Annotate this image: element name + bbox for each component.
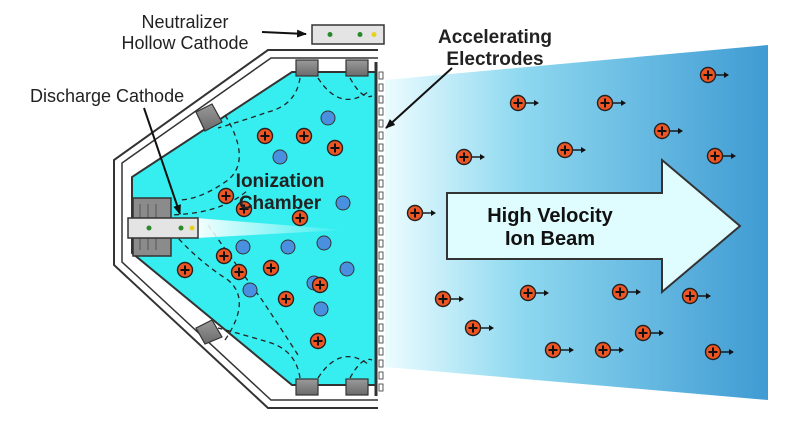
grid-slot	[378, 311, 384, 320]
ion-icon	[699, 66, 729, 84]
discharge-cathode	[127, 197, 345, 257]
accelerating-electrodes-label: Accelerating Electrodes	[420, 27, 570, 71]
grid-slot	[378, 371, 384, 380]
ion-icon	[681, 287, 711, 305]
ion-icon	[434, 290, 464, 308]
electron-icon	[339, 261, 355, 277]
grid-slot	[378, 83, 384, 92]
neutralizer-pointer	[261, 29, 307, 38]
electron-icon	[272, 149, 288, 165]
grid-slot	[378, 359, 384, 368]
ion-icon	[235, 200, 253, 218]
ion-icon	[509, 94, 539, 112]
electron-icon	[316, 235, 332, 251]
grid-slot	[378, 323, 384, 332]
discharge-cathode-label: Discharge Cathode	[30, 86, 185, 106]
grid-slot	[378, 131, 384, 140]
ion-icon	[594, 341, 624, 359]
ion-icon	[215, 247, 233, 265]
ion-icon	[634, 324, 664, 342]
grid-slot	[378, 179, 384, 188]
grid-slot	[378, 251, 384, 260]
beam-label-line2: Ion Beam	[504, 228, 596, 250]
grid-slot	[378, 383, 384, 392]
electron-icon	[280, 239, 296, 255]
grid-slot	[378, 95, 384, 104]
discharge-pointer	[143, 107, 181, 215]
electron-icon	[335, 195, 351, 211]
ion-icon	[611, 283, 641, 301]
ion-icon	[706, 147, 736, 165]
neutralizer-label-line2: Hollow Cathode	[121, 33, 249, 53]
accelerating-label-line1: Accelerating	[437, 27, 553, 48]
ion-icon	[309, 332, 327, 350]
ion-icon	[653, 122, 683, 140]
grid-slot	[378, 191, 384, 200]
neutralizer-label: Neutralizer Hollow Cathode	[115, 12, 255, 54]
ion-icon	[217, 187, 235, 205]
grid-slot	[378, 275, 384, 284]
grid-slot	[378, 287, 384, 296]
ion-icon	[406, 204, 436, 222]
ion-beam-arrow	[446, 157, 742, 295]
grid-slot	[378, 227, 384, 236]
grid-slot	[378, 155, 384, 164]
ion-icon	[291, 209, 309, 227]
ion-icon	[277, 290, 295, 308]
grid-slot	[378, 215, 384, 224]
grid-slots	[378, 71, 384, 392]
ion-icon	[256, 127, 274, 145]
ion-icon	[544, 341, 574, 359]
grid-slot	[378, 239, 384, 248]
ion-icon	[230, 263, 248, 281]
grid-slot	[378, 107, 384, 116]
ion-icon	[455, 148, 485, 166]
grid-slot	[378, 263, 384, 272]
ion-icon	[295, 127, 313, 145]
ion-icon	[519, 284, 549, 302]
neutralizer-label-line1: Neutralizer	[141, 12, 229, 32]
electron-icon	[242, 282, 258, 298]
ion-icon	[464, 319, 494, 337]
ion-icon	[704, 343, 734, 361]
particles	[176, 66, 736, 361]
grid-slot	[378, 119, 384, 128]
neutralizer-cathode	[311, 24, 385, 45]
ion-icon	[176, 261, 194, 279]
discharge-plasma-glow	[196, 218, 345, 238]
thruster-housing-outer	[113, 49, 378, 409]
magnet-blocks	[195, 59, 369, 396]
ion-icon	[596, 94, 626, 112]
ion-icon	[262, 259, 280, 277]
electron-icon	[235, 239, 251, 255]
ion-icon	[311, 276, 329, 294]
electron-icon	[313, 301, 329, 317]
ion-beam-label: High Velocity Ion Beam	[470, 205, 630, 251]
ion-icon	[556, 141, 586, 159]
beam-label-line1: High Velocity	[487, 205, 613, 227]
chamber-label-line1: Ionization	[235, 171, 325, 192]
grid-slot	[378, 347, 384, 356]
grid-slot	[378, 335, 384, 344]
electron-icon	[320, 110, 336, 126]
grid-slot	[378, 71, 384, 80]
ion-icon	[326, 139, 344, 157]
grid-slot	[378, 203, 384, 212]
ionization-chamber-label: Ionization Chamber	[220, 171, 340, 215]
grid-slot	[378, 167, 384, 176]
grid-slot	[378, 299, 384, 308]
grid-slot	[378, 143, 384, 152]
accelerating-grids	[374, 62, 384, 396]
electrodes-pointer	[385, 67, 453, 129]
accelerating-label-line2: Electrodes	[446, 49, 544, 70]
chamber-label-line2: Chamber	[238, 193, 322, 214]
